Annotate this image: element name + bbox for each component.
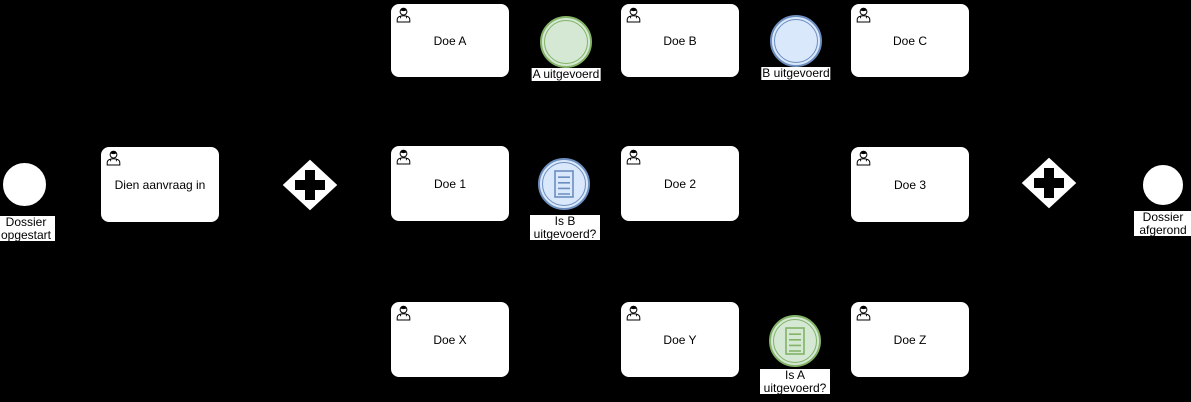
task-doe-b[interactable]: Doe B <box>620 3 740 78</box>
task-doe-c[interactable]: Doe C <box>850 3 970 78</box>
event-label-a-uitgevoerd: A uitgevoerd <box>531 67 601 81</box>
task-doe-z[interactable]: Doe Z <box>850 301 970 378</box>
event-inner-ring <box>544 20 588 64</box>
user-task-icon <box>855 7 872 23</box>
task-label: Doe B <box>663 33 697 48</box>
user-task-icon <box>395 7 412 23</box>
task-doe-2[interactable]: Doe 2 <box>620 145 740 222</box>
intermediate-event-b-uitgevoerd[interactable] <box>770 15 822 67</box>
user-task-icon <box>395 305 412 321</box>
start-event[interactable] <box>2 162 47 207</box>
user-task-icon <box>625 305 642 321</box>
plus-icon <box>1034 168 1064 198</box>
task-label: Doe C <box>892 33 927 48</box>
task-label: Dien aanvraag in <box>114 177 206 192</box>
task-label: Doe Z <box>893 332 927 347</box>
event-label-is-a-uitgevoerd: Is A uitgevoerd? <box>760 369 830 394</box>
conditional-list-icon <box>785 327 805 355</box>
event-label-b-uitgevoerd: B uitgevoerd <box>761 66 831 80</box>
conditional-event-is-b-uitgevoerd[interactable] <box>538 158 590 210</box>
start-event-label: Dossier opgestart <box>0 216 55 241</box>
user-task-icon <box>855 150 872 166</box>
parallel-gateway-split[interactable] <box>281 158 339 212</box>
plus-icon <box>295 170 325 200</box>
task-doe-y[interactable]: Doe Y <box>620 301 740 378</box>
user-task-icon <box>395 149 412 165</box>
task-label: Doe 3 <box>893 177 927 192</box>
task-label: Doe A <box>433 33 467 48</box>
task-label: Doe Y <box>663 332 697 347</box>
task-doe-3[interactable]: Doe 3 <box>850 146 970 223</box>
user-task-icon <box>625 7 642 23</box>
end-event-label: Dossier afgerond <box>1134 211 1191 236</box>
end-event[interactable] <box>1140 162 1186 208</box>
user-task-icon <box>625 149 642 165</box>
task-dien-aanvraag-in[interactable]: Dien aanvraag in <box>100 146 220 223</box>
task-doe-1[interactable]: Doe 1 <box>390 145 510 222</box>
event-inner-ring <box>774 19 818 63</box>
task-label: Doe 2 <box>663 176 697 191</box>
task-doe-a[interactable]: Doe A <box>390 3 510 78</box>
task-label: Doe 1 <box>433 176 467 191</box>
user-task-icon <box>105 150 122 166</box>
intermediate-event-a-uitgevoerd[interactable] <box>540 16 592 68</box>
parallel-gateway-join[interactable] <box>1020 156 1078 210</box>
event-label-is-b-uitgevoerd: Is B uitgevoerd? <box>530 215 600 240</box>
task-label: Doe X <box>433 332 467 347</box>
conditional-event-is-a-uitgevoerd[interactable] <box>769 315 821 367</box>
conditional-list-icon <box>554 170 574 198</box>
user-task-icon <box>855 305 872 321</box>
task-doe-x[interactable]: Doe X <box>390 301 510 378</box>
